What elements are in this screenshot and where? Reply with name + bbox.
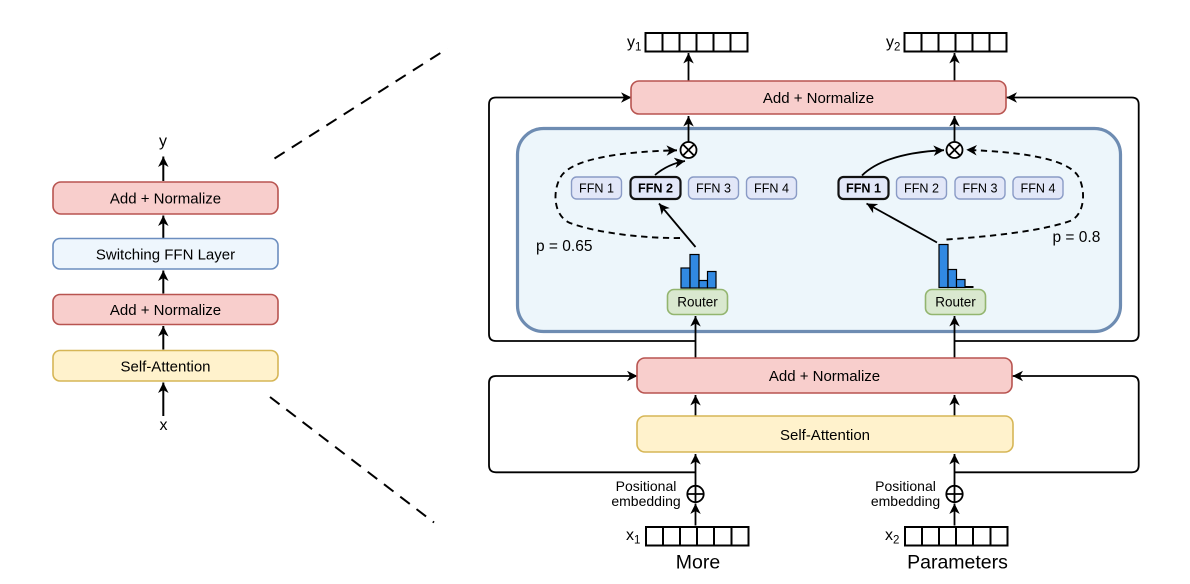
svg-text:Add + Normalize: Add + Normalize (110, 191, 221, 208)
svg-text:y2: y2 (886, 34, 900, 54)
svg-text:FFN 1: FFN 1 (579, 182, 614, 196)
svg-text:Add + Normalize: Add + Normalize (110, 302, 221, 319)
svg-text:FFN 2: FFN 2 (638, 182, 673, 196)
svg-text:y1: y1 (627, 34, 641, 54)
svg-text:FFN 1: FFN 1 (846, 182, 881, 196)
svg-text:p = 0.65: p = 0.65 (536, 238, 592, 255)
svg-text:x1: x1 (626, 527, 640, 547)
svg-text:Router: Router (677, 295, 718, 310)
svg-text:Positional: Positional (875, 478, 936, 494)
svg-text:Self-Attention: Self-Attention (120, 359, 210, 376)
svg-text:y: y (159, 133, 167, 150)
svg-text:Add + Normalize: Add + Normalize (763, 90, 874, 107)
svg-text:More: More (676, 552, 720, 574)
svg-text:Switching FFN Layer: Switching FFN Layer (96, 247, 235, 264)
svg-text:FFN 4: FFN 4 (754, 182, 789, 196)
svg-text:FFN 3: FFN 3 (963, 182, 998, 196)
svg-text:p = 0.8: p = 0.8 (1053, 229, 1101, 246)
svg-text:Positional: Positional (616, 478, 677, 494)
svg-text:Parameters: Parameters (907, 552, 1008, 574)
svg-text:FFN 4: FFN 4 (1021, 182, 1056, 196)
svg-text:Add + Normalize: Add + Normalize (769, 368, 880, 385)
svg-text:x2: x2 (885, 527, 899, 547)
svg-text:Router: Router (935, 295, 976, 310)
svg-text:x: x (160, 417, 168, 434)
svg-text:FFN 3: FFN 3 (696, 182, 731, 196)
svg-text:embedding: embedding (611, 493, 680, 509)
svg-text:FFN 2: FFN 2 (904, 182, 939, 196)
svg-text:Self-Attention: Self-Attention (780, 427, 870, 444)
svg-text:embedding: embedding (871, 493, 940, 509)
